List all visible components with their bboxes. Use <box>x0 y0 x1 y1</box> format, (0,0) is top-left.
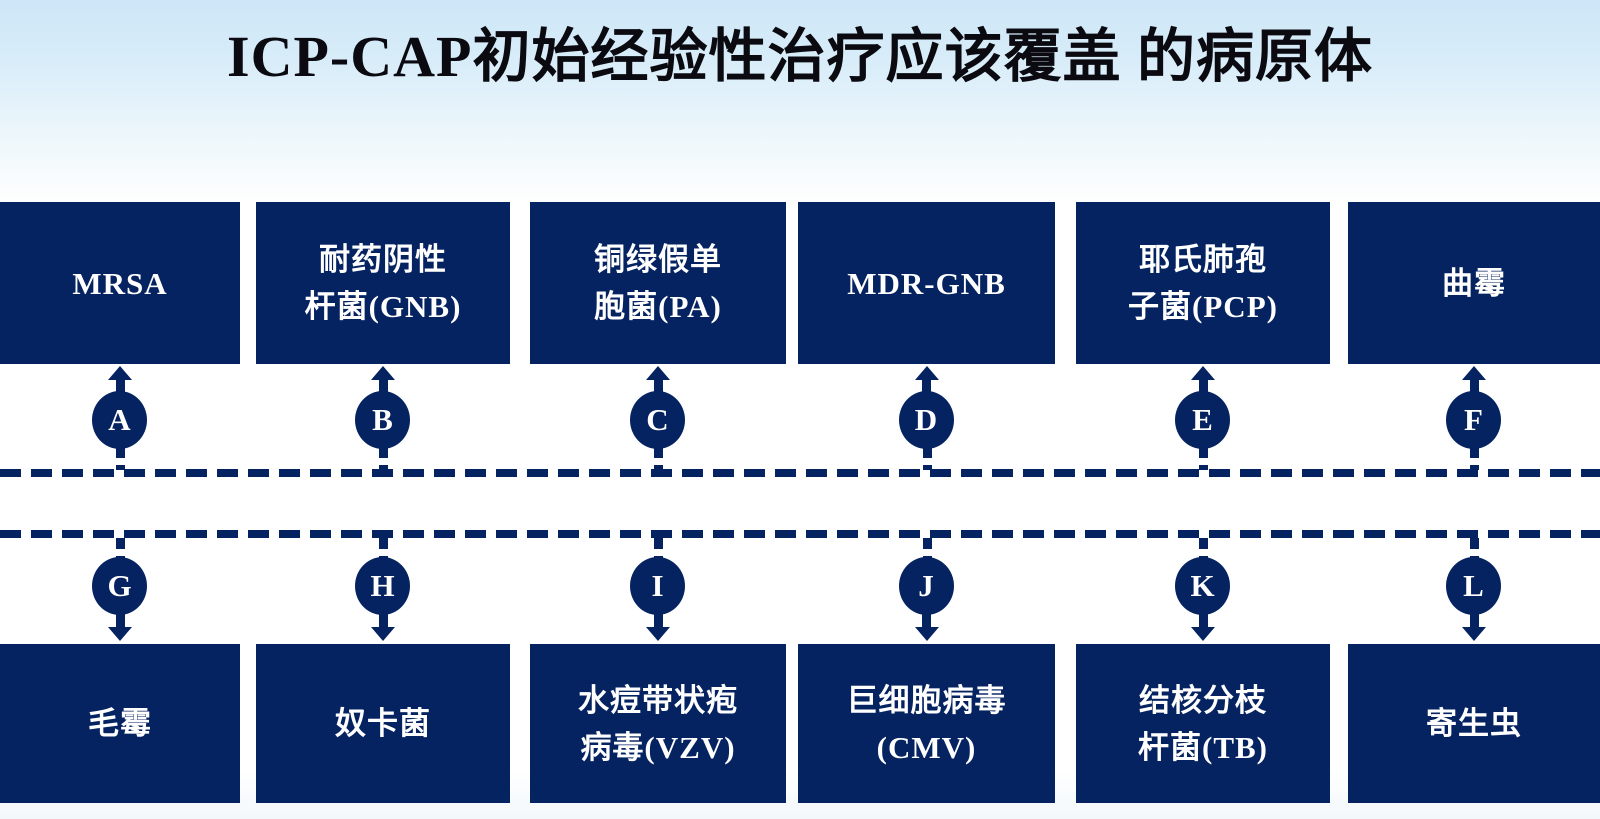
pathogen-name: MRSA <box>72 265 168 301</box>
circle-letter: G <box>107 568 132 603</box>
dashed-connector-bottom <box>1199 538 1208 558</box>
pathogen-box-bottom: 寄生虫 <box>1348 644 1600 803</box>
circle-letter: A <box>108 402 131 437</box>
pathogen-name: 耶氏肺孢 <box>1139 242 1267 277</box>
pathogen-name: 奴卡菌 <box>335 706 431 741</box>
pathogen-box-bottom: 巨细胞病毒 (CMV) <box>798 644 1055 803</box>
dashed-line-lower <box>0 530 1600 538</box>
arrow-down-icon <box>371 613 395 641</box>
pathogen-box-top: 耶氏肺孢 子菌(PCP) <box>1076 202 1330 364</box>
label-circle-bottom: H <box>355 557 410 615</box>
circle-letter: L <box>1463 568 1484 603</box>
circle-letter: I <box>651 568 664 603</box>
pathogen-name: 耐药阴性 <box>319 242 447 277</box>
pathogen-box-top: 曲霉 <box>1348 202 1600 364</box>
pathogen-name: 子菌(PCP) <box>1128 289 1278 324</box>
circle-letter: B <box>372 402 393 437</box>
pathogen-column: MRSA A G 毛霉 <box>0 0 240 819</box>
dashed-connector-bottom <box>1470 538 1479 558</box>
label-circle-top: F <box>1446 391 1501 449</box>
pathogen-column: 铜绿假单 胞菌(PA) C I 水痘带状疱 病毒(VZV) <box>530 0 786 819</box>
circle-letter: F <box>1464 402 1483 437</box>
circle-letter: H <box>370 568 395 603</box>
arrow-up-icon <box>646 366 670 394</box>
label-circle-bottom: I <box>630 557 685 615</box>
pathogen-name: 水痘带状疱 <box>578 682 738 718</box>
circle-letter: J <box>918 568 934 603</box>
pathogen-box-top: 铜绿假单 胞菌(PA) <box>530 202 786 364</box>
pathogen-name: 毛霉 <box>88 706 152 741</box>
arrow-up-icon <box>371 366 395 394</box>
pathogen-name: 曲霉 <box>1442 265 1506 301</box>
label-circle-top: E <box>1175 391 1230 449</box>
pathogen-column: 曲霉 F L 寄生虫 <box>1348 0 1600 819</box>
arrow-up-icon <box>914 366 939 394</box>
label-circle-bottom: K <box>1175 557 1230 615</box>
pathogen-box-bottom: 毛霉 <box>0 644 240 803</box>
label-circle-bottom: G <box>92 557 147 615</box>
pathogen-column: 耐药阴性 杆菌(GNB) B H 奴卡菌 <box>256 0 510 819</box>
dashed-connector-bottom <box>654 538 663 558</box>
circle-letter: D <box>914 402 938 437</box>
dashed-connector-top <box>1470 447 1479 470</box>
pathogen-box-bottom: 结核分枝 杆菌(TB) <box>1076 644 1330 803</box>
arrow-up-icon <box>1462 366 1486 394</box>
pathogen-name: 寄生虫 <box>1426 706 1522 741</box>
label-circle-top: B <box>355 391 410 449</box>
pathogen-box-bottom: 水痘带状疱 病毒(VZV) <box>530 644 786 803</box>
pathogen-name: 胞菌(PA) <box>594 289 722 324</box>
arrow-up-icon <box>108 366 132 394</box>
pathogen-name: 巨细胞病毒 <box>846 682 1007 718</box>
pathogen-box-top: MDR-GNB <box>798 202 1055 364</box>
arrow-down-icon <box>1462 613 1486 641</box>
dashed-connector-bottom <box>116 538 125 558</box>
label-circle-top: C <box>630 391 685 449</box>
label-circle-bottom: L <box>1446 557 1501 615</box>
pathogen-box-bottom: 奴卡菌 <box>256 644 510 803</box>
label-circle-bottom: J <box>898 557 954 615</box>
pathogen-name: 杆菌(GNB) <box>304 289 462 324</box>
label-circle-top: D <box>898 391 954 449</box>
pathogen-name: (CMV) <box>876 729 977 765</box>
pathogen-box-top: MRSA <box>0 202 240 364</box>
circle-letter: C <box>646 402 669 437</box>
pathogen-name: MDR-GNB <box>847 265 1006 301</box>
dashed-connector-top <box>922 447 932 470</box>
pathogen-name: 病毒(VZV) <box>580 729 736 765</box>
dashed-line-upper <box>0 469 1600 477</box>
arrow-down-icon <box>914 613 939 641</box>
arrow-up-icon <box>1191 366 1215 394</box>
circle-letter: K <box>1190 568 1215 603</box>
pathogen-name: 结核分枝 <box>1139 682 1267 718</box>
label-circle-top: A <box>92 391 147 449</box>
dashed-connector-bottom <box>379 538 388 558</box>
arrow-down-icon <box>1191 613 1215 641</box>
dashed-connector-top <box>1199 447 1208 470</box>
circle-letter: E <box>1192 402 1213 437</box>
pathogen-column: 耶氏肺孢 子菌(PCP) E K 结核分枝 杆菌(TB) <box>1076 0 1330 819</box>
arrow-down-icon <box>108 613 132 641</box>
dashed-connector-top <box>654 447 663 470</box>
dashed-connector-top <box>116 447 125 470</box>
pathogen-name: 杆菌(TB) <box>1138 729 1268 765</box>
dashed-connector-top <box>379 447 388 470</box>
arrow-down-icon <box>646 613 670 641</box>
pathogen-name: 铜绿假单 <box>594 242 722 277</box>
dashed-connector-bottom <box>922 538 932 558</box>
pathogen-column: MDR-GNB D J 巨细胞病毒 (CMV) <box>798 0 1055 819</box>
pathogen-box-top: 耐药阴性 杆菌(GNB) <box>256 202 510 364</box>
page-title: ICP-CAP初始经验性治疗应该覆盖 的病原体 <box>227 24 1373 89</box>
